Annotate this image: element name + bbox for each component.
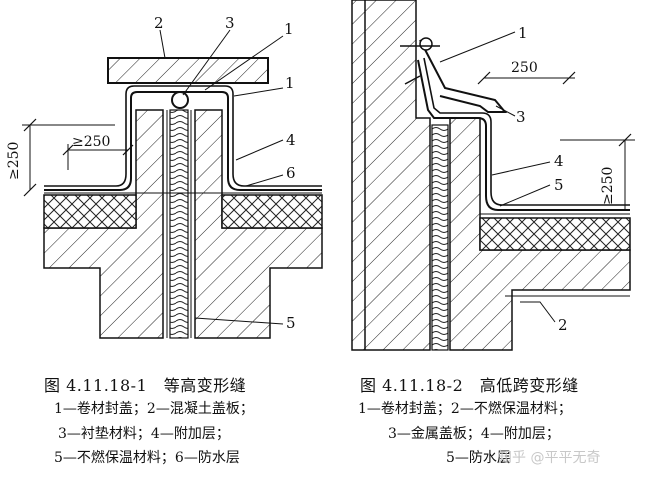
fig2-callout-4: 4 xyxy=(554,152,564,170)
fig1-insulation-right xyxy=(221,194,323,229)
figure2-legend-line-1: 1—卷材封盖；2—不燃保温材料； xyxy=(358,401,572,417)
figure1-legend-line-3: 5—不燃保温材料；6—防水层 xyxy=(54,450,240,466)
fig2-concrete-low xyxy=(449,117,631,351)
fig2-callout-5: 5 xyxy=(554,176,564,194)
figure1-drawing: 2 3 1 1 4 6 5 ≥250 ≥250 xyxy=(6,14,323,339)
fig2-callout-3: 3 xyxy=(516,108,526,126)
fig1-callout-6: 6 xyxy=(286,164,296,182)
fig1-cover-plate xyxy=(107,57,269,84)
fig2-joint-fill xyxy=(431,124,449,351)
fig1-concrete-right xyxy=(194,109,323,339)
figure2-caption: 图 4.11.18-2 高低跨变形缝 xyxy=(360,376,579,395)
fig2-tall-wall xyxy=(351,0,431,351)
fig1-callout-5: 5 xyxy=(286,314,296,332)
fig2-waterproof-layer xyxy=(417,59,630,211)
fig1-joint-fill xyxy=(169,109,189,339)
fig1-callout-2: 2 xyxy=(154,14,164,32)
fig2-callout-2: 2 xyxy=(558,316,568,334)
watermark: 知乎 @平平无奇 xyxy=(498,450,601,466)
fig2-dim-horizontal: 250 xyxy=(511,60,538,76)
fig1-insulation-left xyxy=(43,194,137,229)
fig1-callout-4: 4 xyxy=(286,131,296,149)
fig2-insulation xyxy=(479,217,631,251)
fig1-dim-vertical: ≥250 xyxy=(6,142,22,180)
fig1-backing-rod xyxy=(171,91,189,109)
fig2-fastener xyxy=(419,37,433,51)
fig1-callout-1b: 1 xyxy=(285,74,295,92)
fig1-concrete-left xyxy=(43,109,164,339)
figure1-caption: 图 4.11.18-1 等高变形缝 xyxy=(44,376,247,395)
fig1-callout-1a: 1 xyxy=(284,20,294,38)
figure1-legend-line-1: 1—卷材封盖；2—混凝土盖板； xyxy=(54,401,254,417)
figure2-legend-line-3: 5—防水层 xyxy=(446,450,511,466)
figure1-legend-line-2: 3—衬垫材料；4—附加层； xyxy=(58,426,230,442)
fig1-dim-horizontal: ≥250 xyxy=(72,134,110,150)
fig2-dim-vertical: ≥250 xyxy=(600,167,616,205)
figure2-drawing: 1 3 4 5 2 250 ≥250 xyxy=(351,0,635,351)
fig2-callout-1: 1 xyxy=(518,24,528,42)
fig2-metal-cover xyxy=(419,39,508,113)
fig1-callout-3: 3 xyxy=(225,14,235,32)
figure2-legend-line-2: 3—金属盖板；4—附加层； xyxy=(388,426,560,442)
